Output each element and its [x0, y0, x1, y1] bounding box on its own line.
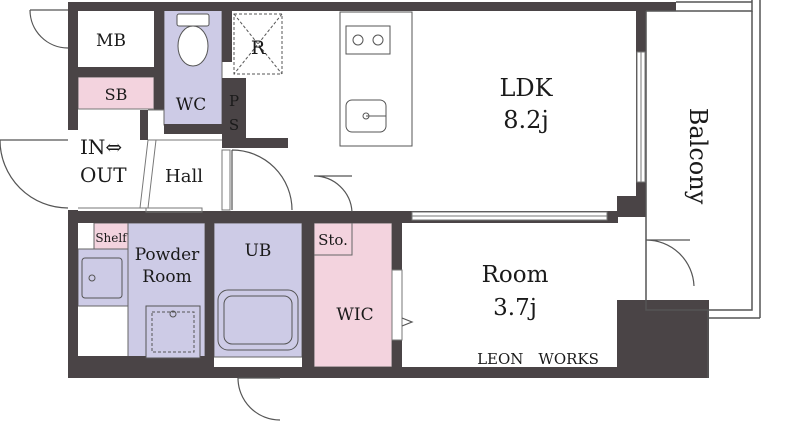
- balcony-outline: [645, 0, 761, 378]
- wc-label: WC: [176, 95, 206, 115]
- windows: [391, 51, 646, 341]
- bathtub: [217, 289, 299, 351]
- room-name-label: Room: [482, 262, 549, 288]
- mb-door: [29, 9, 69, 49]
- sto-label: Sto.: [318, 231, 348, 249]
- r-label: R: [251, 37, 266, 59]
- ub-label: UB: [245, 241, 272, 261]
- toilet-tank: [176, 13, 210, 27]
- ldk-size-label: 8.2j: [503, 106, 549, 134]
- wic-label: WIC: [336, 305, 373, 325]
- powder-label-1: Powder: [135, 245, 200, 265]
- hall-door: [231, 149, 293, 211]
- mb-label: MB: [96, 31, 126, 51]
- hall-label: Hall: [165, 166, 203, 187]
- powder-label-2: Room: [142, 267, 191, 287]
- in-out-label-1: IN⇔: [80, 135, 122, 159]
- shelf-area: [93, 222, 129, 250]
- in-out-label-2: OUT: [80, 163, 127, 187]
- sb-label: SB: [105, 85, 128, 104]
- fixtures: [81, 11, 413, 359]
- thin-lines: [78, 108, 231, 213]
- ps-label-s: S: [229, 116, 239, 134]
- shelf-label: Shelf: [95, 231, 128, 245]
- balcony-door: [645, 239, 695, 287]
- stove: [345, 25, 391, 55]
- entrance-door: [0, 139, 69, 209]
- doors: [0, 9, 695, 421]
- room-size-label: 3.7j: [493, 295, 537, 321]
- ldk-name-label: LDK: [499, 74, 553, 102]
- washer-pan: [145, 305, 201, 359]
- bottom-door: [237, 377, 281, 421]
- labels: MB SB WC P S R LDK 8.2j Balcony IN⇔ OUT …: [80, 31, 712, 368]
- mb-area: [78, 10, 154, 68]
- kitchen-counter: [339, 11, 413, 147]
- brand-label: LEON WORKS: [477, 350, 599, 368]
- balcony-label: Balcony: [684, 108, 712, 205]
- sto-door: [313, 175, 353, 213]
- sb-area: [77, 76, 155, 110]
- ps-label-p: P: [229, 92, 239, 110]
- fridge-space: [233, 13, 283, 75]
- washbasin: [81, 257, 123, 299]
- toilet-bowl: [177, 25, 209, 67]
